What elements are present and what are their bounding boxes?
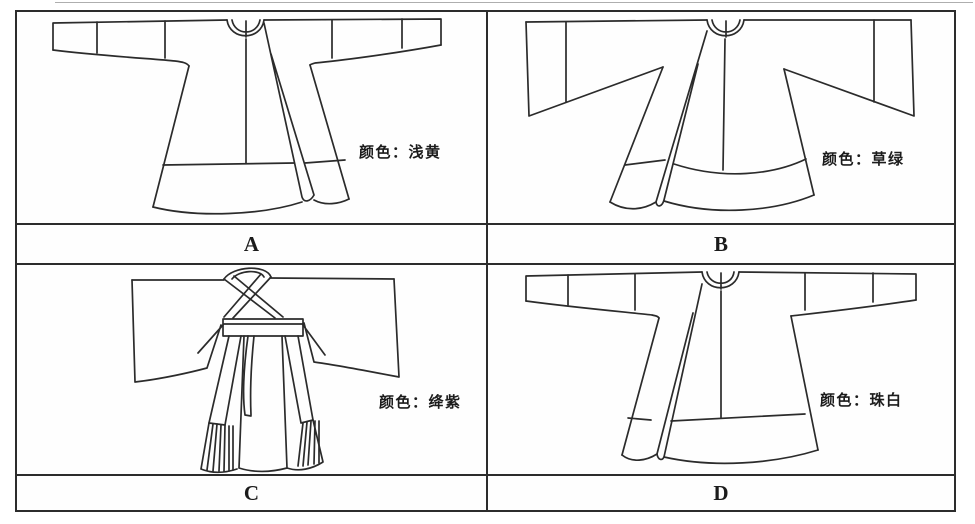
panel-a-color-label: 颜色：浅黄	[359, 143, 442, 161]
panel-b-drawing-area: 颜色：草绿	[488, 12, 954, 223]
panel-b-label-strip: B	[488, 225, 954, 263]
garment-b-wide-sleeve-robe-drawing	[525, 19, 915, 212]
panel-d-label-strip: D	[488, 476, 954, 510]
row1-label-strip-top-line	[17, 223, 954, 225]
garment-c-cross-collar-pleated-skirt-drawing	[131, 267, 400, 474]
panel-d-drawing-area: 颜色：珠白	[488, 265, 954, 474]
panel-c-drawing-area: 颜色：绛紫	[17, 265, 486, 474]
panel-c-color-label: 颜色：绛紫	[379, 393, 462, 411]
panel-d-color-label: 颜色：珠白	[820, 391, 903, 409]
panel-d-letter: D	[713, 480, 729, 505]
row2-label-strip-top-line	[17, 474, 954, 476]
garment-d-round-collar-robe-drawing	[525, 271, 917, 465]
row-divider-line	[17, 263, 954, 265]
panel-c-label-strip: C	[17, 476, 486, 510]
panel-b-letter: B	[713, 231, 728, 256]
garment-a-round-collar-robe-drawing	[52, 18, 442, 215]
cropped-edge-artifact	[55, 2, 973, 3]
column-divider-line	[486, 12, 488, 510]
panel-a-letter: A	[243, 231, 260, 256]
panel-b-color-label: 颜色：草绿	[822, 150, 905, 168]
panel-a-drawing-area: 颜色：浅黄	[17, 12, 486, 223]
figure-grid-frame: 颜色：浅黄 颜色：草绿 A B	[15, 10, 956, 512]
panel-c-letter: C	[243, 480, 260, 505]
panel-a-label-strip: A	[17, 225, 486, 263]
